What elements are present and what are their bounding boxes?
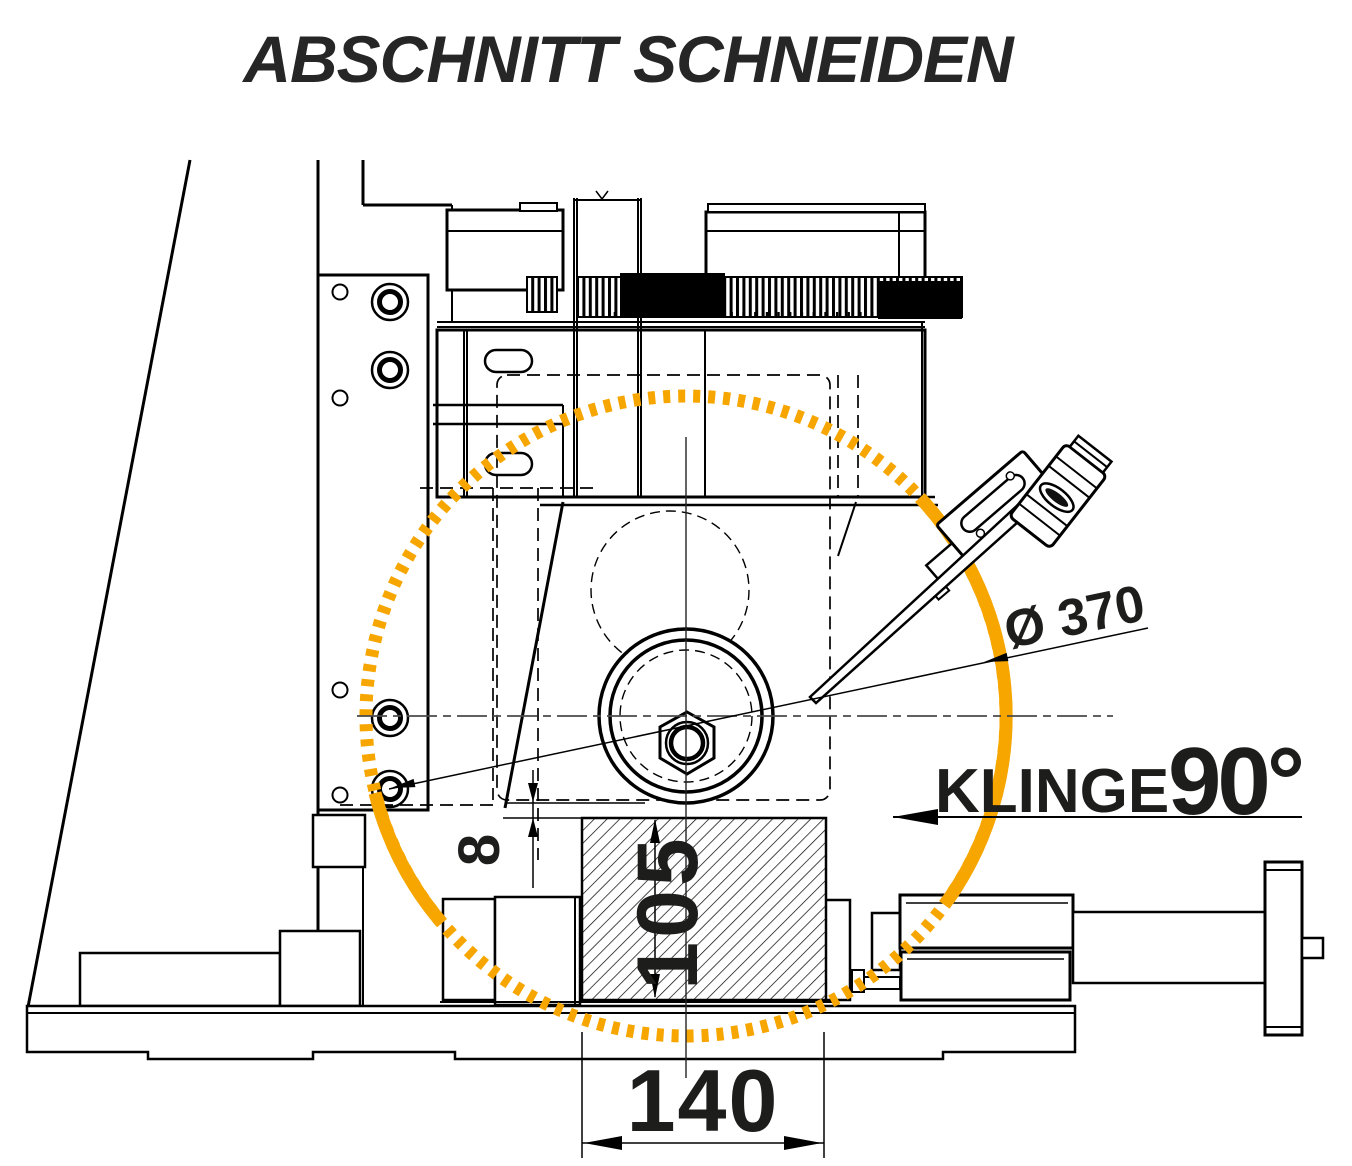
workpiece <box>580 816 828 1002</box>
lower-gearbox <box>503 495 938 809</box>
clamp-assembly <box>823 860 1325 1037</box>
arrowhead <box>528 818 538 837</box>
cut-width-dimension-label: 140 <box>627 1051 780 1150</box>
arrowhead <box>584 1136 622 1150</box>
arrowhead <box>984 652 1009 662</box>
reference-tick <box>595 190 609 201</box>
arrowhead <box>893 809 938 825</box>
slot-hole <box>483 348 534 374</box>
dimension-height-105: 105 <box>620 819 716 998</box>
slot-hole <box>483 451 534 477</box>
hidden-gear-circle <box>590 510 750 670</box>
arrowhead <box>784 1136 822 1150</box>
dimension-offset-8: 8 <box>447 770 645 888</box>
bolt-hole <box>331 389 349 407</box>
arrowhead <box>528 783 538 802</box>
machine-base <box>25 867 1077 1061</box>
guard-cylinder <box>1009 434 1114 548</box>
cut-height-dimension-label: 105 <box>620 834 716 990</box>
handwheel <box>1263 860 1325 1037</box>
arrowhead <box>391 778 416 788</box>
clamp-spindle <box>1071 910 1267 985</box>
workpiece-supports <box>440 895 836 1007</box>
blade-guard-arm <box>808 434 1114 705</box>
blade-angle-label: KLINGE <box>935 757 1169 826</box>
offset-dimension-label: 8 <box>447 834 512 866</box>
arrowhead <box>650 819 660 843</box>
blade-angle-value: 90° <box>1168 728 1302 835</box>
bolt-hole <box>331 681 349 699</box>
arrowhead <box>650 974 660 998</box>
bolt-hole <box>331 786 349 804</box>
blade-diameter-label: Ø 370 <box>999 574 1150 660</box>
clamp-pusher <box>823 898 852 1002</box>
gear-housing <box>433 321 927 499</box>
mounting-plate <box>311 273 430 869</box>
socket-bolt <box>370 282 410 809</box>
gear-rack <box>526 273 963 319</box>
dimension-width-140: 140 <box>581 1032 825 1158</box>
drawing-title: ABSCHNITT SCHNEIDEN <box>241 22 1015 96</box>
dimension-blade-angle: KLINGE 90° <box>893 728 1306 835</box>
bolt-hole <box>331 283 349 301</box>
clamp-body-lower <box>899 950 1072 1002</box>
